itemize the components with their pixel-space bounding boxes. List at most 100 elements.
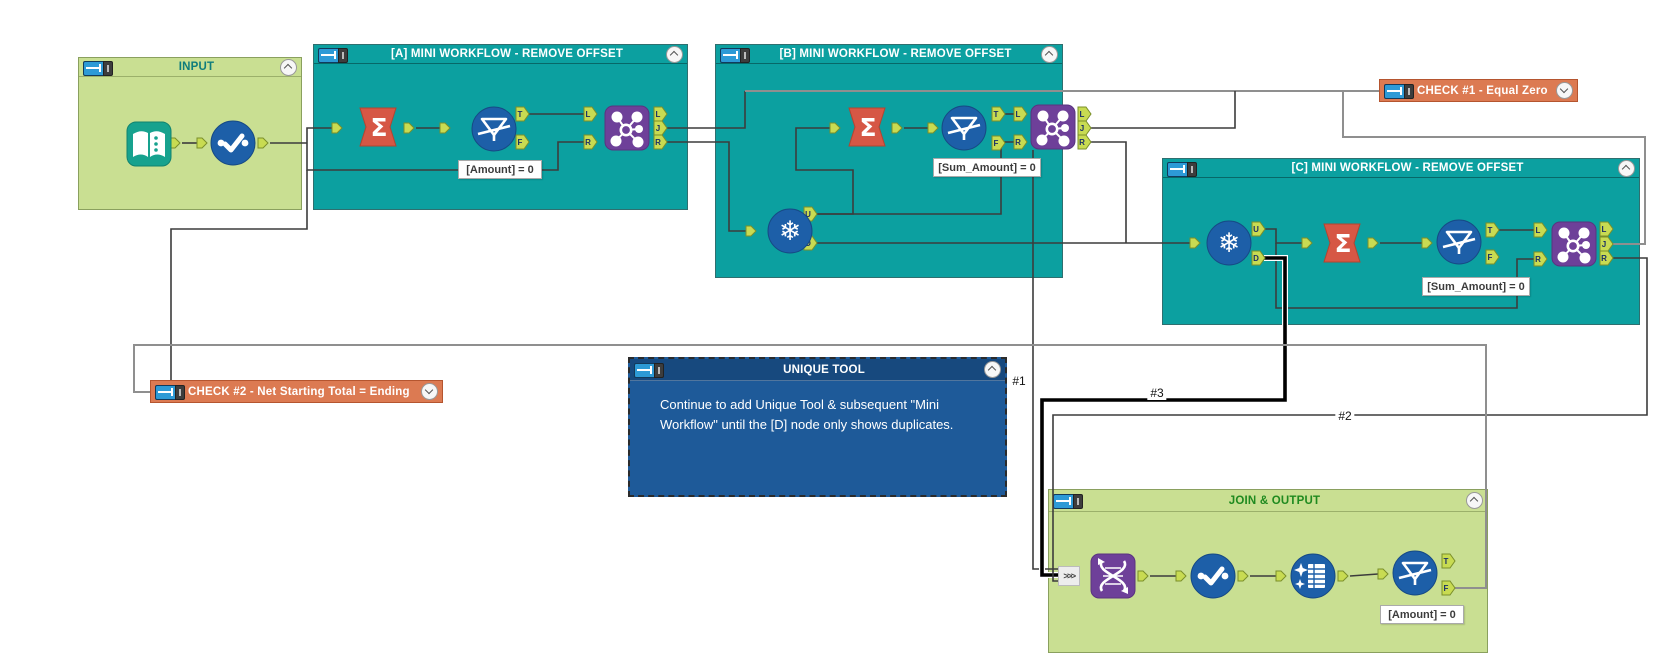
anchor-R[interactable]: R	[1077, 134, 1092, 150]
wire-b-join-r-to-c-unique[interactable]	[1090, 141, 1127, 243]
summarize-sigma-icon: Σ	[1323, 223, 1361, 263]
svg-text:L: L	[1080, 110, 1085, 119]
collapse-chevron-icon[interactable]	[1466, 492, 1483, 509]
connection-label[interactable]: #3	[1147, 386, 1167, 400]
annotation[interactable]: [Amount] = 0	[458, 160, 542, 179]
collapse-chevron-icon[interactable]	[666, 45, 683, 63]
slider-knob-icon	[1403, 84, 1414, 99]
annotation[interactable]: [Sum_Amount] = 0	[1422, 277, 1530, 296]
anchor-J[interactable]: J	[1077, 120, 1092, 136]
slider-icon	[1384, 84, 1404, 99]
filter-tool-a[interactable]	[471, 106, 517, 152]
filter-tool-output[interactable]	[1392, 550, 1438, 596]
slider-knob-icon	[174, 385, 185, 400]
collapse-chevron-icon[interactable]	[984, 361, 1001, 378]
collapse-chevron-icon[interactable]	[1041, 45, 1058, 63]
anchor-L[interactable]: L	[1077, 106, 1092, 122]
container-toggle-icon[interactable]	[1167, 161, 1197, 177]
svg-text:J: J	[1080, 124, 1084, 133]
summarize-sigma-icon: Σ	[848, 107, 886, 147]
unique-snowflake-icon: ❄	[767, 208, 813, 254]
slider-knob-icon	[1072, 494, 1083, 509]
slider-icon	[155, 385, 175, 400]
select-records-tool[interactable]	[210, 120, 256, 166]
expand-chevron-icon[interactable]	[421, 383, 438, 400]
container-title: [C] MINI WORKFLOW - REMOVE OFFSET	[1291, 162, 1524, 174]
container-title: [A] MINI WORKFLOW - REMOVE OFFSET	[390, 48, 624, 60]
summarize-tool-c[interactable]: Σ	[1319, 220, 1365, 266]
collapse-chevron-icon[interactable]	[280, 58, 297, 76]
filter-tool-c[interactable]	[1436, 219, 1482, 265]
input-data-icon	[126, 121, 172, 167]
svg-text:R: R	[1079, 138, 1085, 147]
connection-label[interactable]: #2	[1335, 409, 1355, 423]
container-title: CHECK #1 - Equal Zero	[1417, 84, 1548, 97]
cleansing-sparkle-table-icon	[1290, 553, 1336, 599]
container-check1-collapsed[interactable]: CHECK #1 - Equal Zero	[1379, 79, 1578, 102]
unique-tool-c[interactable]: ❄	[1206, 220, 1252, 266]
svg-text:❄: ❄	[1218, 228, 1241, 259]
svg-text:Σ: Σ	[1334, 229, 1351, 258]
join-network-icon	[604, 105, 650, 151]
connection-label[interactable]: #1	[1009, 374, 1029, 388]
slider-icon	[83, 60, 103, 76]
union-dna-icon	[1090, 553, 1136, 599]
slider-knob-icon	[653, 363, 664, 378]
container-toggle-icon[interactable]	[155, 385, 185, 400]
container-toggle-icon[interactable]	[1053, 494, 1083, 509]
join-network-icon	[1551, 221, 1597, 267]
container-note[interactable]: UNIQUE TOOL Continue to add Unique Tool …	[628, 357, 1007, 497]
select-records-tool-output[interactable]	[1190, 553, 1236, 599]
container-a-header[interactable]: [A] MINI WORKFLOW - REMOVE OFFSET	[314, 45, 687, 64]
expand-chevron-icon[interactable]	[1556, 82, 1573, 99]
container-input[interactable]: INPUT	[78, 57, 302, 210]
container-toggle-icon[interactable]	[1384, 84, 1414, 99]
container-title: JOIN & OUTPUT	[1228, 494, 1321, 507]
summarize-tool-a[interactable]: Σ	[355, 104, 401, 150]
svg-text:❄: ❄	[779, 216, 802, 247]
slider-knob-icon	[102, 60, 113, 76]
svg-text:Σ: Σ	[370, 113, 387, 142]
slider-icon	[318, 47, 338, 63]
filter-funnel-icon	[471, 106, 517, 152]
container-toggle-icon[interactable]	[318, 47, 348, 63]
note-text: Continue to add Unique Tool & subsequent…	[660, 397, 954, 433]
annotation[interactable]: [Sum_Amount] = 0	[933, 158, 1041, 177]
container-note-header[interactable]: UNIQUE TOOL	[630, 359, 1005, 381]
svg-text:Σ: Σ	[859, 113, 876, 142]
collapse-chevron-icon[interactable]	[1618, 159, 1635, 177]
slider-icon	[1053, 494, 1073, 509]
container-join-output-header[interactable]: JOIN & OUTPUT	[1049, 490, 1487, 512]
container-c-header[interactable]: [C] MINI WORKFLOW - REMOVE OFFSET	[1163, 159, 1639, 178]
join-tool-a[interactable]	[604, 105, 650, 151]
filter-funnel-icon	[941, 105, 987, 151]
unique-snowflake-icon: ❄	[1206, 220, 1252, 266]
container-title: [B] MINI WORKFLOW - REMOVE OFFSET	[779, 48, 1012, 60]
slider-knob-icon	[1186, 161, 1197, 177]
container-toggle-icon[interactable]	[720, 47, 750, 63]
container-toggle-icon[interactable]	[83, 60, 113, 76]
container-toggle-icon[interactable]	[634, 363, 664, 378]
annotation[interactable]: [Amount] = 0	[1380, 605, 1464, 624]
filter-funnel-icon	[1436, 219, 1482, 265]
container-title: UNIQUE TOOL	[783, 363, 865, 376]
union-tool[interactable]	[1090, 553, 1136, 599]
join-tool-c[interactable]	[1551, 221, 1597, 267]
data-cleansing-tool[interactable]	[1290, 553, 1336, 599]
input-data-tool[interactable]	[126, 121, 172, 167]
unique-tool-b[interactable]: ❄	[767, 208, 813, 254]
container-title: INPUT	[178, 61, 215, 73]
container-b-header[interactable]: [B] MINI WORKFLOW - REMOVE OFFSET	[716, 45, 1062, 64]
container-input-header[interactable]: INPUT	[79, 58, 301, 77]
join-network-icon	[1030, 104, 1076, 150]
join-tool-b[interactable]	[1030, 104, 1076, 150]
multi-input-marker-icon: >>>	[1058, 566, 1080, 586]
wire-b-join-j-to-check1-line[interactable]	[1090, 91, 1236, 129]
slider-knob-icon	[337, 47, 348, 63]
check-circle-icon	[210, 120, 256, 166]
filter-tool-b[interactable]	[941, 105, 987, 151]
slider-icon	[720, 47, 740, 63]
container-check2-collapsed[interactable]: CHECK #2 - Net Starting Total = Ending	[150, 380, 443, 403]
summarize-tool-b[interactable]: Σ	[844, 104, 890, 150]
